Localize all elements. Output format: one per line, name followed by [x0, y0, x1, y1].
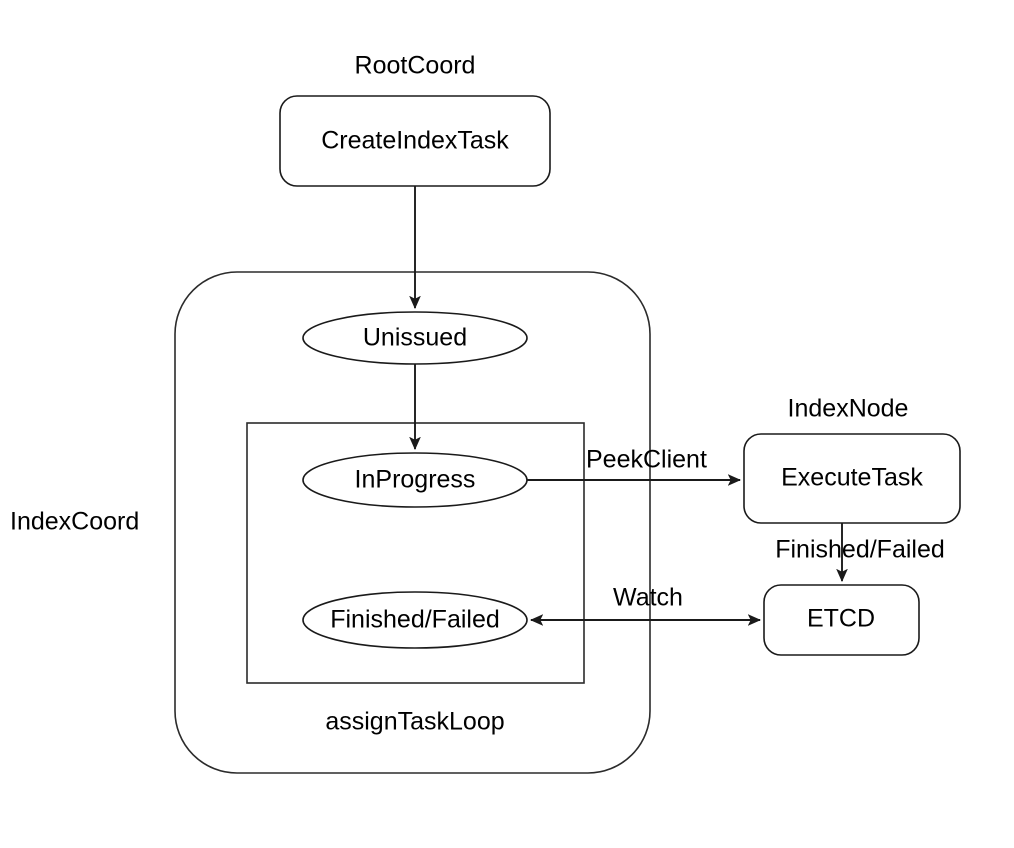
edge-label-watch: Watch: [613, 584, 683, 612]
node-inprogress-label: InProgress: [355, 466, 476, 494]
edge-label-finished-failed: Finished/Failed: [775, 536, 945, 564]
group-assigntaskloop-label: assignTaskLoop: [325, 708, 504, 736]
node-execute-task[interactable]: [743, 433, 961, 524]
node-etcd[interactable]: [763, 584, 920, 656]
node-etcd-label: ETCD: [807, 605, 875, 633]
edge-label-peekclient: PeekClient: [586, 446, 707, 474]
group-indexnode-label: IndexNode: [788, 395, 909, 423]
node-inprogress[interactable]: [302, 452, 528, 508]
node-create-index-task-label: CreateIndexTask: [321, 127, 509, 155]
group-rootcoord-label: RootCoord: [355, 52, 476, 80]
group-indexcoord-box: [174, 271, 651, 774]
node-create-index-task[interactable]: [279, 95, 551, 187]
node-execute-task-label: ExecuteTask: [781, 464, 923, 492]
node-unissued-label: Unissued: [363, 324, 467, 352]
node-finished-failed-label: Finished/Failed: [330, 606, 500, 634]
node-unissued[interactable]: [302, 311, 528, 365]
group-indexcoord-label: IndexCoord: [10, 508, 139, 536]
node-finished-failed[interactable]: [302, 591, 528, 649]
